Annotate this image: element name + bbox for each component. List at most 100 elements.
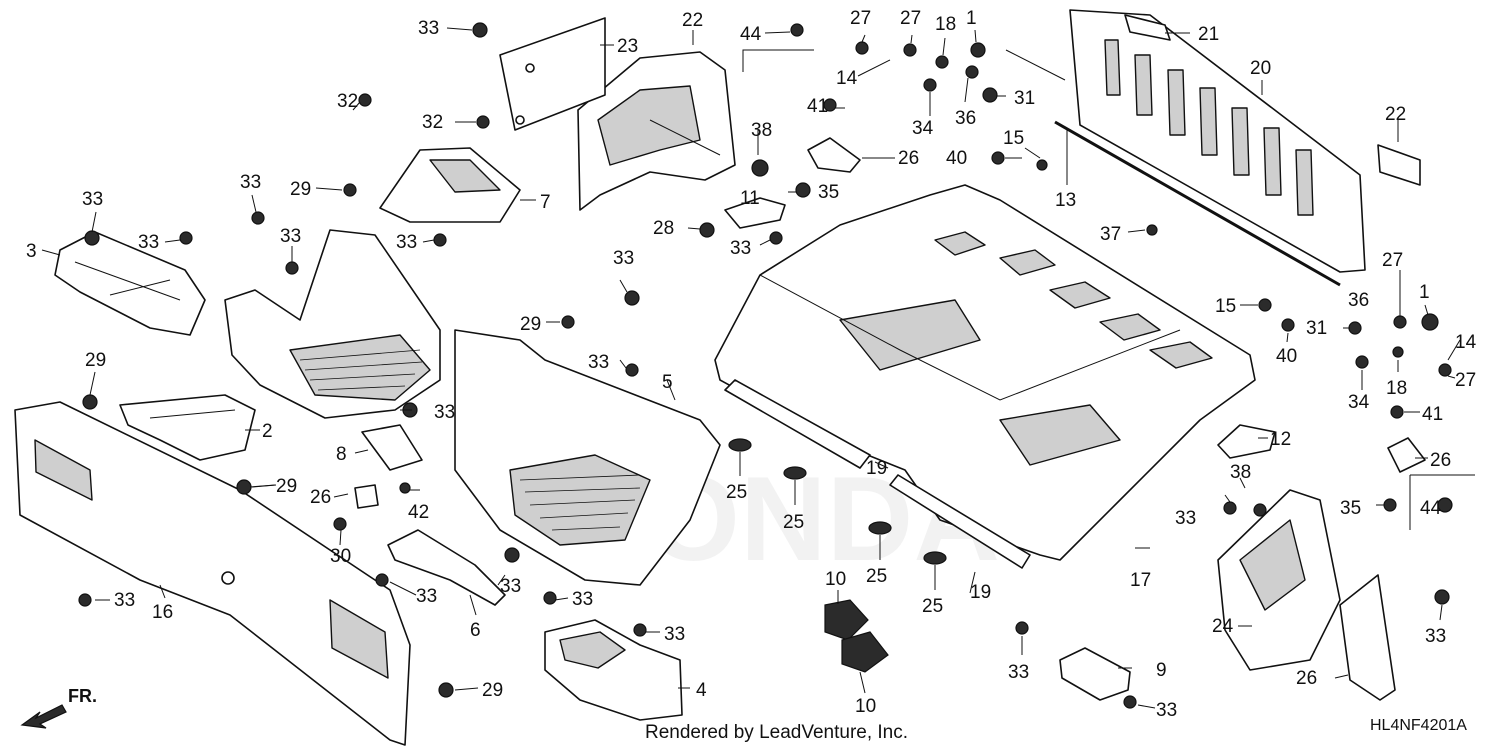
callout-1[interactable]: 1: [1419, 282, 1430, 303]
callout-3[interactable]: 3: [26, 241, 37, 262]
callout-33[interactable]: 30: [330, 546, 351, 567]
callout-34[interactable]: 33: [1008, 662, 1029, 683]
callout-34[interactable]: 33: [588, 352, 609, 373]
callout-34[interactable]: 33: [114, 590, 135, 611]
callout-44[interactable]: 41: [807, 96, 828, 117]
callout-23[interactable]: 22: [682, 10, 703, 31]
callout-35[interactable]: 32: [337, 91, 358, 112]
callout-45[interactable]: 44: [740, 24, 762, 45]
callout-20[interactable]: 20: [1250, 58, 1271, 79]
callout-10[interactable]: 10: [825, 569, 846, 590]
callout-27[interactable]: 25: [922, 596, 943, 617]
callout-34[interactable]: 33: [500, 576, 521, 597]
callout-32[interactable]: 31: [1306, 318, 1327, 339]
callout-6[interactable]: 6: [470, 620, 481, 641]
callout-14[interactable]: 14: [1455, 332, 1477, 353]
callout-31[interactable]: 29: [520, 314, 541, 335]
part-27-grommets: [728, 438, 947, 565]
callout-40[interactable]: 36: [955, 108, 976, 129]
callout-18[interactable]: 18: [935, 14, 956, 35]
callout-34[interactable]: 33: [730, 238, 751, 259]
callout-21[interactable]: 21: [1198, 24, 1219, 45]
callout-12[interactable]: 12: [1270, 429, 1291, 450]
callout-15[interactable]: 15: [1003, 128, 1024, 149]
callout-36[interactable]: 34: [1348, 392, 1370, 413]
callout-19[interactable]: 19: [866, 458, 887, 479]
part-24-plate: [499, 17, 606, 131]
callout-10[interactable]: 10: [855, 696, 876, 717]
callout-34[interactable]: 33: [396, 232, 417, 253]
callout-27[interactable]: 25: [726, 482, 747, 503]
callout-29[interactable]: 27: [900, 8, 921, 29]
callout-27[interactable]: 25: [783, 512, 804, 533]
callout-42[interactable]: 40: [1276, 346, 1297, 367]
callout-25[interactable]: 24: [1212, 616, 1234, 637]
part-13-rod: [1054, 120, 1341, 287]
callout-2[interactable]: 2: [262, 421, 273, 442]
callout-43[interactable]: 42: [408, 502, 429, 523]
part-17-cargo-bed: [714, 184, 1256, 561]
callout-14[interactable]: 14: [836, 68, 858, 89]
callout-28[interactable]: 26: [898, 148, 919, 169]
callout-labels: 33 23 22 44 27 27 18 1 14 31 34 36 41 38…: [26, 8, 1477, 721]
callout-45[interactable]: 44: [1420, 498, 1442, 519]
callout-31[interactable]: 29: [482, 680, 503, 701]
callout-38[interactable]: 35: [818, 182, 839, 203]
callout-9[interactable]: 9: [1156, 660, 1167, 681]
part-11-latch: [724, 197, 786, 229]
callout-41[interactable]: 38: [1230, 462, 1251, 483]
part-7-frame-bracket: [379, 147, 521, 223]
callout-34[interactable]: 33: [664, 624, 685, 645]
callout-37b[interactable]: 37: [1100, 224, 1121, 245]
callout-34[interactable]: 33: [1175, 508, 1196, 529]
part-5-floor-pan: [454, 329, 721, 586]
front-direction-indicator: FR.: [20, 686, 97, 729]
callout-34[interactable]: 33: [416, 586, 437, 607]
callout-31[interactable]: 29: [276, 476, 297, 497]
callout-11[interactable]: 11: [740, 188, 760, 209]
callout-17[interactable]: 17: [1130, 570, 1151, 591]
callout-41[interactable]: 38: [751, 120, 772, 141]
callout-27[interactable]: 25: [866, 566, 887, 587]
callout-34[interactable]: 33: [613, 248, 634, 269]
callout-34[interactable]: 33: [280, 226, 301, 247]
callout-28[interactable]: 26: [1430, 450, 1451, 471]
callout-34[interactable]: 33: [434, 402, 455, 423]
callout-36[interactable]: 34: [912, 118, 934, 139]
callout-42[interactable]: 40: [946, 148, 967, 169]
callout-38[interactable]: 35: [1340, 498, 1361, 519]
callout-18[interactable]: 18: [1386, 378, 1407, 399]
callout-13[interactable]: 13: [1055, 190, 1076, 211]
callout-24[interactable]: 23: [617, 36, 638, 57]
part-25-right-panel: [1217, 489, 1341, 671]
callout-31[interactable]: 29: [85, 350, 106, 371]
callout-31[interactable]: 29: [290, 179, 311, 200]
callout-28[interactable]: 26: [310, 487, 331, 508]
callout-19[interactable]: 19: [970, 582, 991, 603]
callout-35[interactable]: 32: [422, 112, 443, 133]
callout-34[interactable]: 33: [418, 18, 439, 39]
callout-34[interactable]: 33: [1156, 700, 1177, 721]
callout-16[interactable]: 16: [152, 602, 173, 623]
callout-40[interactable]: 36: [1348, 290, 1369, 311]
callout-5[interactable]: 5: [662, 372, 673, 393]
callout-34[interactable]: 33: [82, 189, 103, 210]
callout-29[interactable]: 27: [1382, 250, 1403, 271]
callout-34[interactable]: 33: [138, 232, 159, 253]
callout-7[interactable]: 7: [540, 192, 551, 213]
callout-26b[interactable]: 26: [1296, 668, 1317, 689]
callout-1[interactable]: 1: [966, 8, 977, 29]
callout-44[interactable]: 41: [1422, 404, 1443, 425]
callout-34[interactable]: 33: [240, 172, 261, 193]
callout-34[interactable]: 33: [572, 589, 593, 610]
callout-15[interactable]: 15: [1215, 296, 1236, 317]
callout-29[interactable]: 27: [850, 8, 871, 29]
callout-4[interactable]: 4: [696, 680, 707, 701]
callout-30[interactable]: 28: [653, 218, 674, 239]
callout-29[interactable]: 27: [1455, 370, 1476, 391]
callout-22b[interactable]: 22: [1385, 104, 1406, 125]
callout-8[interactable]: 8: [336, 444, 347, 465]
callout-32[interactable]: 31: [1014, 88, 1035, 109]
callout-34[interactable]: 33: [1425, 626, 1446, 647]
